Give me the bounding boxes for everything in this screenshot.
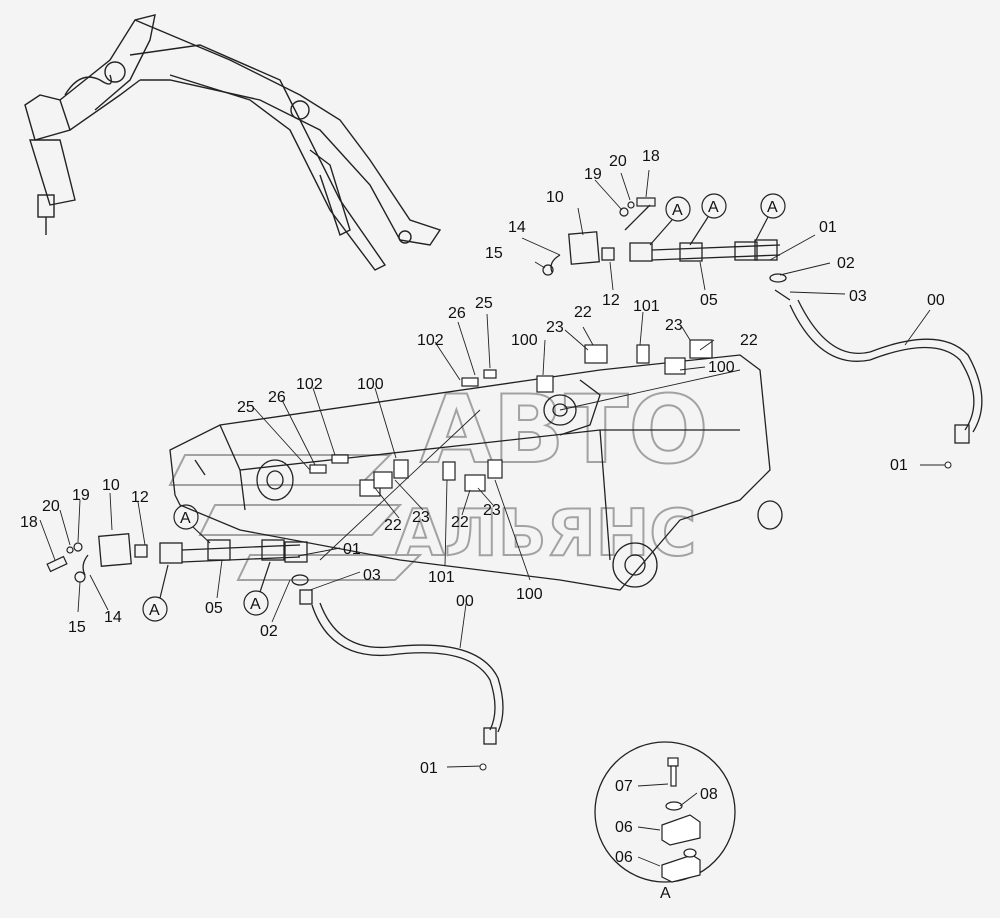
label-22-a: 22 xyxy=(574,304,592,321)
label-03-top: 03 xyxy=(849,288,867,305)
label-01-left: 01 xyxy=(343,541,361,558)
label-00-left: 00 xyxy=(456,593,474,610)
detail-label-a: A xyxy=(660,885,671,902)
label-19-top: 19 xyxy=(584,166,602,183)
label-23-a: 23 xyxy=(546,319,564,336)
detail-label-06-a: 06 xyxy=(615,819,633,836)
label-101-a: 101 xyxy=(633,298,660,315)
label-18-top: 18 xyxy=(642,148,660,165)
label-12-top: 12 xyxy=(602,292,620,309)
label-100-b: 100 xyxy=(708,359,735,376)
label-22-b: 22 xyxy=(740,332,758,349)
label-23-c: 23 xyxy=(412,509,430,526)
excavator-overview xyxy=(24,14,442,271)
part-labels: 10 19 20 18 14 15 12 05 01 02 03 00 01 2… xyxy=(20,148,945,777)
label-25-b: 25 xyxy=(237,399,255,416)
label-23-d: 23 xyxy=(483,502,501,519)
label-15-top: 15 xyxy=(485,245,503,262)
label-14-left: 14 xyxy=(104,609,122,626)
label-02-top: 02 xyxy=(837,255,855,272)
label-100-a: 100 xyxy=(511,332,538,349)
detail-label-07: 07 xyxy=(615,778,633,795)
callout-a-3: A xyxy=(767,199,778,216)
label-12-left: 12 xyxy=(131,489,149,506)
label-25-a: 25 xyxy=(475,295,493,312)
label-02-left: 02 xyxy=(260,623,278,640)
callout-markers xyxy=(142,193,786,622)
left-hose xyxy=(311,602,504,745)
detail-a-circle xyxy=(594,741,736,883)
label-101-b: 101 xyxy=(428,569,455,586)
watermark-line2: АЛЬЯНС xyxy=(395,497,696,571)
label-03-left: 03 xyxy=(363,567,381,584)
detail-label-06-b: 06 xyxy=(615,849,633,866)
label-19-left: 19 xyxy=(72,487,90,504)
detail-a-parts xyxy=(661,757,701,883)
label-26-b: 26 xyxy=(268,389,286,406)
upper-pipe-assembly xyxy=(550,204,791,301)
leader-lines xyxy=(39,169,945,768)
label-102-a: 102 xyxy=(417,332,444,349)
label-05-top: 05 xyxy=(700,292,718,309)
callout-a-2: A xyxy=(708,199,719,216)
label-23-b: 23 xyxy=(665,317,683,334)
callout-a-1: A xyxy=(672,202,683,219)
label-01-left-end: 01 xyxy=(420,760,438,777)
label-01-right-end: 01 xyxy=(890,457,908,474)
label-18-left: 18 xyxy=(20,514,38,531)
right-hose xyxy=(789,299,983,444)
label-100-c: 100 xyxy=(357,376,384,393)
boom-body xyxy=(169,354,783,591)
callout-labels: A A A A A A xyxy=(149,199,778,619)
label-14-top: 14 xyxy=(508,219,526,236)
label-22-d: 22 xyxy=(451,514,469,531)
detail-label-08: 08 xyxy=(700,786,718,803)
endpoint-markers xyxy=(479,461,952,771)
label-10-top: 10 xyxy=(546,189,564,206)
label-22-c: 22 xyxy=(384,517,402,534)
label-20-top: 20 xyxy=(609,153,627,170)
clamp-brackets xyxy=(309,339,713,497)
callout-a-6: A xyxy=(250,596,261,613)
label-01-top: 01 xyxy=(819,219,837,236)
callout-a-4: A xyxy=(180,510,191,527)
label-00-right: 00 xyxy=(927,292,945,309)
label-20-left: 20 xyxy=(42,498,60,515)
left-pipe-assembly xyxy=(82,533,313,605)
label-100-d: 100 xyxy=(516,586,543,603)
label-15-left: 15 xyxy=(68,619,86,636)
label-26-a: 26 xyxy=(448,305,466,322)
label-10-left: 10 xyxy=(102,477,120,494)
label-102-b: 102 xyxy=(296,376,323,393)
label-05-left: 05 xyxy=(205,600,223,617)
detail-a: 07 08 06 06 A xyxy=(594,741,736,902)
callout-a-5: A xyxy=(149,602,160,619)
